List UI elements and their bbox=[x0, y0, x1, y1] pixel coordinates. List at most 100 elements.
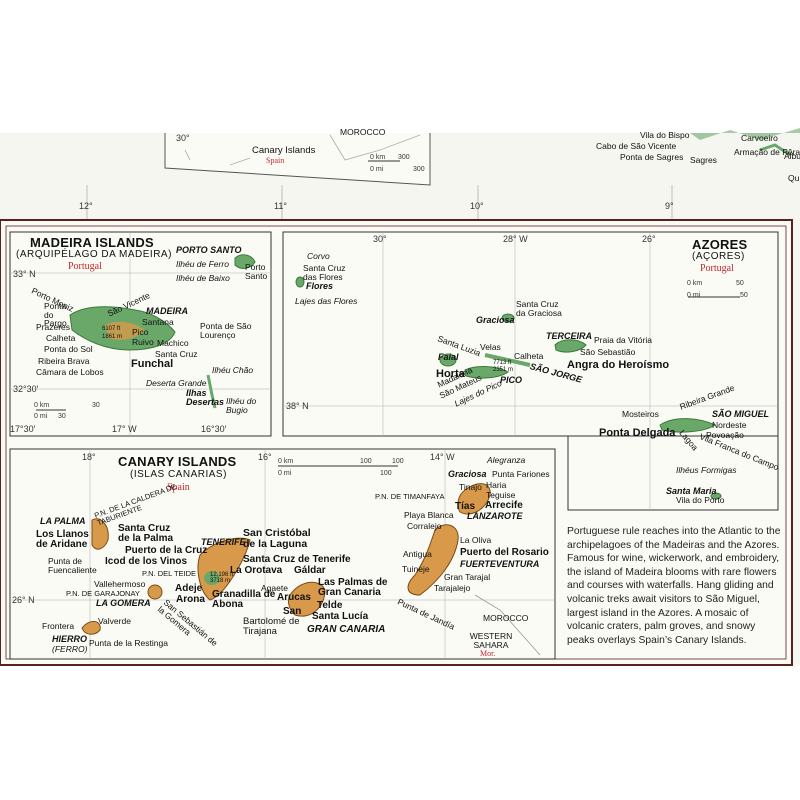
description-text: Portuguese rule reaches into the Atlanti… bbox=[567, 526, 781, 646]
madeira-subtitle: (ARQUIPÉLAGO DA MADEIRA) bbox=[16, 249, 172, 260]
canary-scale-km: 0 km bbox=[278, 458, 294, 465]
label-sao-sebastiao: São Sebastião bbox=[580, 347, 636, 357]
label-haria: Haria bbox=[486, 480, 507, 490]
top-inset-scale-km: 0 km bbox=[370, 154, 386, 161]
label-ponta-sol: Ponta do Sol bbox=[44, 344, 93, 354]
label-las-palmas: Las Palmas de Gran Canaria bbox=[318, 577, 388, 598]
label-punta-fuencaliente: Punta de Fuencaliente bbox=[48, 556, 97, 575]
canary-scale-mi: 0 mi bbox=[278, 470, 292, 477]
label-santa-cruz: Santa Cruz bbox=[155, 349, 198, 359]
sao-jorge-island bbox=[484, 353, 531, 367]
azores-lon-26: 26° bbox=[642, 234, 656, 244]
label-pn-teide: P.N. DEL TEIDE bbox=[142, 569, 197, 578]
label-ruivo: Ruivo bbox=[132, 337, 154, 347]
top-inset-scale-mi-end: 300 bbox=[413, 166, 425, 173]
label-puerto-cruz: Puerto de la Cruz bbox=[125, 545, 208, 556]
label-madeira-elev2: 1861 m bbox=[102, 334, 123, 340]
label-san-nicolas: San bbox=[283, 606, 302, 617]
label-antigua: Antigua bbox=[403, 549, 432, 559]
canary-lon-16: 16° bbox=[258, 452, 272, 462]
top-inset-spain: Spain bbox=[266, 156, 285, 165]
label-mosteiros: Mosteiros bbox=[622, 409, 659, 419]
label-bartolome: Bartolomé de Tirajana bbox=[243, 616, 300, 637]
label-santa-cruz-flores: Santa Cruz das Flores bbox=[303, 263, 346, 282]
label-adeje: Adeje bbox=[175, 583, 203, 594]
label-gran-canaria: GRAN CANARIA bbox=[307, 624, 386, 635]
canary-country: Spain bbox=[167, 482, 190, 493]
label-calheta: Calheta bbox=[46, 333, 76, 343]
madeira-scale-km: 0 km bbox=[34, 402, 50, 409]
madeira-scale-mi-end: 30 bbox=[58, 413, 66, 420]
label-ilheu-baixo: Ilhéu de Baixo bbox=[176, 273, 230, 283]
label-ilheus-formigas: Ilhéus Formigas bbox=[676, 465, 737, 475]
la-gomera-island bbox=[147, 584, 163, 600]
label-san-cristobal: San Cristóbal de la Laguna bbox=[243, 527, 311, 550]
label-ilheu-chao: Ilhéu Chão bbox=[212, 365, 254, 375]
label-ponta-delgada: Ponta Delgada bbox=[599, 427, 676, 439]
label-terceira: TERCEIRA bbox=[546, 331, 593, 341]
canary-scale-km-mid: 100 bbox=[360, 458, 372, 465]
place-qu: Qu bbox=[788, 173, 800, 183]
label-nordeste: Nordeste bbox=[712, 420, 747, 430]
label-porto-santo-city: Porto Santo bbox=[245, 262, 268, 281]
label-ponta-pargo: Ponta do Pargo bbox=[44, 301, 67, 328]
azores-subtitle: (AÇORES) bbox=[692, 251, 745, 262]
label-western-sahara: WESTERN SAHARA bbox=[469, 631, 513, 650]
azores-scale-mi-end: 50 bbox=[740, 292, 748, 299]
label-teide-elev: 12,198 ft 3718 m bbox=[210, 572, 234, 584]
label-valverde: Valverde bbox=[98, 616, 131, 626]
label-povoacao: Povoação bbox=[706, 430, 744, 440]
label-ilheu-ferro: Ilhéu de Ferro bbox=[176, 259, 229, 269]
azores-country: Portugal bbox=[700, 263, 734, 274]
place-sagres: Sagres bbox=[690, 155, 717, 165]
longitude-lines bbox=[86, 185, 673, 220]
label-santa-cruz-palma: Santa Cruz de la Palma bbox=[118, 523, 174, 544]
label-vallehermoso: Vallehermoso bbox=[94, 579, 146, 589]
label-los-llanos: Los Llanos de Aridane bbox=[36, 529, 89, 550]
label-tinajo: Tinajo bbox=[459, 482, 482, 492]
gran-canaria-island bbox=[287, 581, 326, 617]
madeira-lon-left: 17°30′ bbox=[10, 424, 36, 434]
sao-miguel-island bbox=[659, 418, 716, 433]
label-hierro: HIERRO bbox=[52, 634, 88, 644]
label-arrecife: Arrecife bbox=[485, 500, 523, 511]
porto-santo-island bbox=[234, 254, 256, 269]
label-praia-vitoria: Praia da Vitória bbox=[594, 335, 652, 345]
label-mor: Mor. bbox=[480, 649, 496, 658]
label-pn-timanfaya: P.N. DE TIMANFAYA bbox=[375, 492, 445, 501]
label-punta-fariones: Punta Fariones bbox=[492, 469, 550, 479]
azores-lon-28: 28° W bbox=[503, 234, 528, 244]
canary-lon-14: 14° W bbox=[430, 452, 455, 462]
label-azores-elev1: 7713 ft bbox=[493, 360, 512, 366]
label-calheta-az: Calheta bbox=[514, 351, 544, 361]
label-santa-maria: Santa Maria bbox=[666, 486, 717, 496]
label-frontera: Frontera bbox=[42, 621, 75, 631]
canary-lon-18: 18° bbox=[82, 452, 96, 462]
azores-scale-km: 0 km bbox=[687, 280, 703, 287]
madeira-lon-mid: 17° W bbox=[112, 424, 137, 434]
place-albu: Albu bbox=[784, 151, 800, 161]
canary-subtitle: (ISLAS CANARIAS) bbox=[130, 469, 227, 480]
label-santana: Santana bbox=[142, 317, 174, 327]
madeira-country: Portugal bbox=[68, 261, 102, 272]
label-funchal: Funchal bbox=[131, 358, 174, 370]
madeira-title: MADEIRA ISLANDS bbox=[30, 235, 154, 250]
label-ilhas-desertas: Ilhas Desertas bbox=[186, 388, 225, 407]
la-palma-island bbox=[91, 518, 109, 550]
label-arona: Arona bbox=[176, 594, 205, 605]
hierro-island bbox=[81, 621, 101, 635]
label-corralejo: Corralejo bbox=[407, 521, 442, 531]
place-armacao: Armação de Pêra bbox=[734, 147, 800, 157]
label-vila-porto: Vila do Porto bbox=[676, 495, 725, 505]
azores-scale-mi: 0 mi bbox=[687, 292, 701, 299]
label-teguise: Teguise bbox=[486, 490, 516, 500]
label-deserta-grande: Deserta Grande bbox=[146, 378, 207, 388]
label-angra: Angra do Heroísmo bbox=[567, 359, 670, 371]
canary-title: CANARY ISLANDS bbox=[118, 454, 237, 469]
madeira-lon-right: 16°30′ bbox=[201, 424, 227, 434]
label-la-oliva: La Oliva bbox=[460, 535, 492, 545]
label-flores: Flores bbox=[306, 281, 334, 291]
madeira-scale-km-end: 30 bbox=[92, 402, 100, 409]
madeira-lat-3230: 32°30′ bbox=[13, 384, 39, 394]
